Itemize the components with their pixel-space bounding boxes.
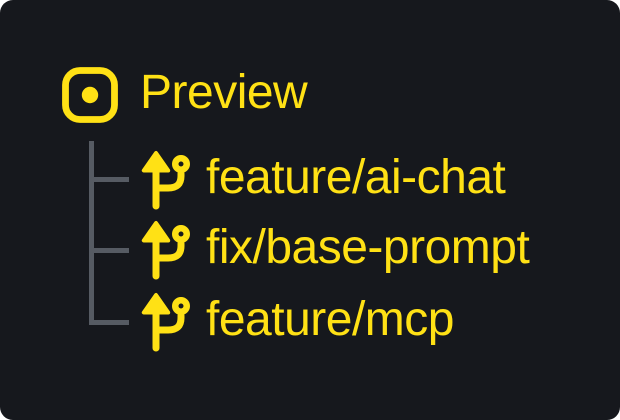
tree-branch-row[interactable]: fix/base-prompt: [140, 220, 530, 280]
tree-branch-row[interactable]: feature/mcp: [140, 292, 454, 352]
branch-name: feature/mcp: [206, 293, 454, 346]
git-branch-icon: [140, 292, 192, 352]
tree-connector-vertical: [89, 141, 94, 325]
git-branch-icon: [140, 220, 192, 280]
tree-connector-tick: [89, 248, 129, 253]
tree-connector-tick: [89, 320, 129, 325]
tree-root-row[interactable]: Preview: [62, 66, 308, 123]
tree-branch-row[interactable]: feature/ai-chat: [140, 150, 506, 210]
branch-name: feature/ai-chat: [206, 151, 506, 204]
tree-connector-tick: [89, 177, 129, 182]
git-branch-icon: [140, 150, 192, 210]
square-dot-icon: [62, 67, 118, 123]
tree-root-label: Preview: [140, 66, 308, 119]
branch-name: fix/base-prompt: [206, 221, 530, 274]
